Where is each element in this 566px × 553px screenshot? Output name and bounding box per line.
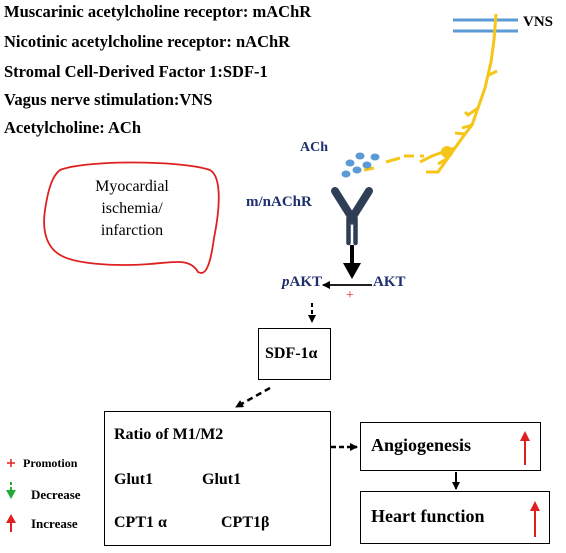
receptor-arrow [343, 245, 361, 279]
abbr-vns: Vagus nerve stimulation:VNS [4, 90, 213, 109]
abbr-sdf1: Stromal Cell-Derived Factor 1:SDF-1 [4, 62, 268, 81]
legend-decrease-label: Decrease [31, 487, 81, 502]
legend-increase-label: Increase [31, 516, 78, 531]
legend-decrease-icon [6, 482, 16, 499]
cpt1b-label: CPT1β [221, 514, 270, 531]
vns-electrode [453, 18, 518, 33]
nerve-terminal [441, 146, 453, 158]
ach-label: ACh [300, 140, 329, 155]
heart-function-box: Heart function [360, 491, 550, 544]
legend-increase-icon [6, 514, 16, 532]
effects-box: Ratio of M1/M2 Glut1 Glut1 CPT1 α CPT1β [104, 411, 331, 546]
glut1-label-a: Glut1 [114, 471, 154, 488]
vagus-nerve [363, 13, 498, 174]
pakt-label: pAKT [282, 274, 323, 290]
receptor-icon [331, 187, 373, 246]
receptor-label: m/nAChR [246, 194, 312, 210]
sdf-box: SDF-1α [258, 328, 331, 380]
heart-function-increase-arrow [530, 501, 540, 537]
sdf-label: SDF-1α [265, 345, 318, 362]
ratio-label: Ratio of M1/M2 [114, 426, 224, 443]
glut1-label-b: Glut1 [202, 471, 242, 488]
vns-label: VNS [523, 14, 554, 30]
angiogenesis-increase-arrow [520, 431, 530, 465]
abbr-machr: Muscarinic acetylcholine receptor: mAChR [4, 2, 312, 21]
legend-promotion-icon [7, 459, 15, 467]
angiogenesis-label: Angiogenesis [371, 435, 472, 455]
abbr-nachr: Nicotinic acetylcholine receptor: nAChR [4, 32, 291, 51]
heart-function-label: Heart function [371, 506, 485, 526]
ischemia-outline [43, 161, 220, 274]
ach-vesicles [341, 152, 380, 178]
ischemia-label: Myocardial ischemia/ infarction [95, 178, 169, 239]
angiogenesis-box: Angiogenesis [360, 422, 541, 471]
cpt1a-label: CPT1 α [114, 514, 167, 531]
abbr-ach: Acetylcholine: ACh [4, 118, 142, 137]
akt-label: AKT [373, 274, 406, 290]
plus-sign: + [346, 288, 354, 303]
sdf-to-box-arrow [235, 386, 271, 409]
legend-promotion-label: Promotion [23, 456, 78, 470]
